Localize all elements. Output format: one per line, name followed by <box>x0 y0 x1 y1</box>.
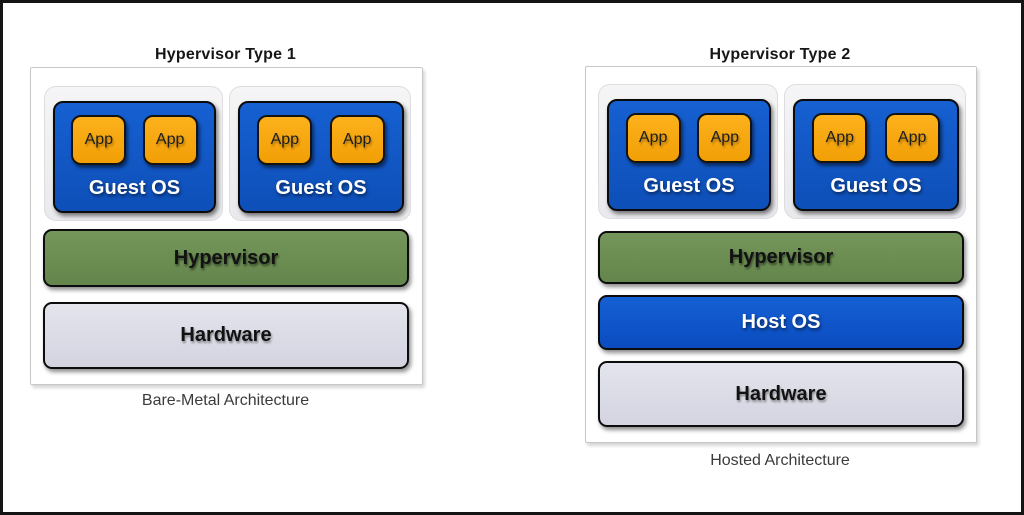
type1-frame: App App Guest OS App App Guest OS Hyperv… <box>30 67 423 385</box>
type2-caption: Hosted Architecture <box>710 452 850 469</box>
type2-guest-os-box-2: App App Guest OS <box>793 99 959 211</box>
app-box: App <box>697 113 753 163</box>
type2-host-os-layer: Host OS <box>598 295 964 350</box>
guest-os-label: Guest OS <box>830 174 922 197</box>
guest-os-label: Guest OS <box>88 176 181 199</box>
apps-row: App App <box>795 113 957 163</box>
app-box: App <box>71 115 127 165</box>
app-box: App <box>329 115 385 165</box>
app-box: App <box>884 113 940 163</box>
app-box: App <box>625 113 681 163</box>
type1-vm-group-1: App App Guest OS <box>44 86 223 221</box>
type2-vm-group-2: App App Guest OS <box>784 84 966 219</box>
apps-row: App App <box>240 115 402 165</box>
apps-row: App App <box>609 113 769 163</box>
type2-hardware-layer: Hardware <box>598 361 964 427</box>
type2-frame: App App Guest OS App App Guest OS Hyperv… <box>585 66 977 443</box>
type1-caption: Bare-Metal Architecture <box>141 392 310 409</box>
type2-hypervisor-layer: Hypervisor <box>598 231 964 284</box>
type1-hypervisor-layer: Hypervisor <box>43 229 409 287</box>
apps-row: App App <box>55 115 214 165</box>
type1-hardware-layer: Hardware <box>43 302 409 369</box>
guest-os-label: Guest OS <box>275 176 367 199</box>
guest-os-label: Guest OS <box>643 174 735 197</box>
type1-vm-group-2: App App Guest OS <box>229 86 411 221</box>
app-box: App <box>257 115 313 165</box>
type1-guest-os-box-2: App App Guest OS <box>238 101 404 213</box>
type2-guest-os-box-1: App App Guest OS <box>607 99 771 211</box>
app-box: App <box>142 115 198 165</box>
type1-guest-os-box-1: App App Guest OS <box>53 101 216 213</box>
type2-title: Hypervisor Type 2 <box>709 46 851 64</box>
type1-title: Hypervisor Type 1 <box>155 46 296 64</box>
app-box: App <box>812 113 868 163</box>
type2-vm-group-1: App App Guest OS <box>598 84 778 219</box>
